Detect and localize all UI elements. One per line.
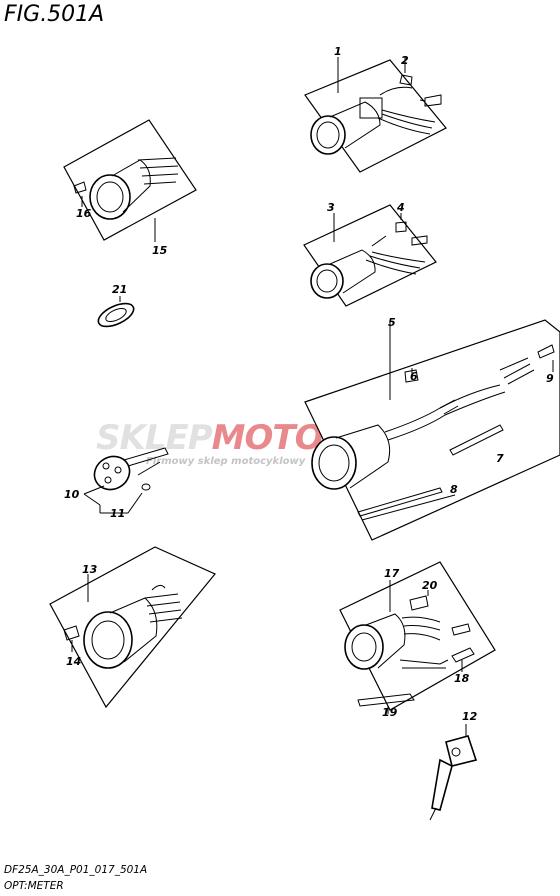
callout-20: 20 [422,579,438,592]
callout-21: 21 [112,283,127,296]
callout-12: 12 [462,710,478,723]
callout-5: 5 [388,316,396,329]
callout-10: 10 [64,488,80,501]
group-gauge-13 [49,546,216,709]
callout-7: 7 [496,452,504,465]
group-gauge-1 [304,57,447,173]
callout-2: 2 [401,54,409,67]
callout-17: 17 [384,567,400,580]
callout-13: 13 [82,563,98,576]
watermark-tagline: Firmowy sklep motocyklowy [146,456,306,467]
callout-9: 9 [546,372,554,385]
callout-3: 3 [327,201,335,214]
callout-11: 11 [110,507,125,520]
callout-19: 19 [382,706,398,719]
callout-1: 1 [334,45,342,58]
footer-name: OPT:METER [4,880,64,892]
callout-6: 6 [410,370,418,383]
callout-16: 16 [76,207,92,220]
group-switch-10 [83,447,169,514]
figure-title: FIG.501A [4,2,105,27]
group-gauge-17 [339,561,496,714]
footer-code: DF25A_30A_P01_017_501A [4,864,148,876]
watermark-brand-red: MOTO [211,418,324,458]
trim-sender-12 [429,724,478,821]
group-gauge-5 [304,319,560,541]
callout-18: 18 [454,672,470,685]
group-gauge-15 [63,119,197,242]
callout-4: 4 [396,201,405,214]
callout-8: 8 [450,483,458,496]
group-gauge-3 [303,204,437,307]
callout-15: 15 [152,244,168,257]
callout-14: 14 [66,655,81,668]
grommet-21 [97,296,135,328]
